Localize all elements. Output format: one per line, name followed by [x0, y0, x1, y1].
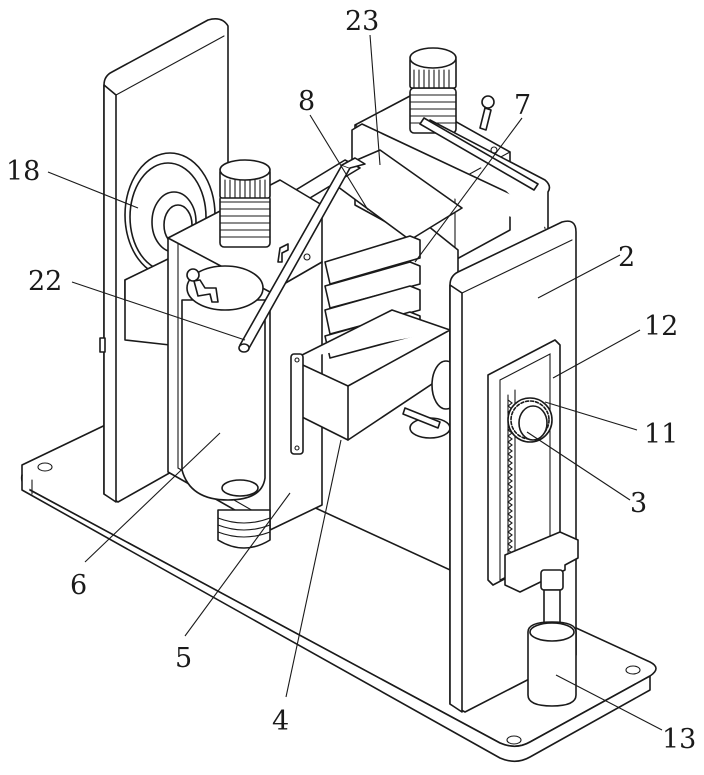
top-plate: [321, 149, 463, 241]
leader-lines: [47, 34, 663, 731]
bracket-box: [290, 309, 451, 455]
label-23: 23: [345, 6, 379, 37]
label-4: 4: [272, 706, 289, 737]
gear: [507, 397, 553, 443]
rod: [238, 157, 366, 353]
label-2: 2: [618, 242, 635, 273]
label-8: 8: [298, 86, 315, 117]
motor-left: [219, 159, 271, 248]
gear-hub: [518, 405, 548, 441]
label-5: 5: [175, 643, 192, 674]
label-11: 11: [644, 419, 678, 450]
bottom-spring: [217, 509, 271, 549]
label-22: 22: [28, 266, 62, 297]
mount-hole: [625, 665, 641, 675]
mount-hole: [506, 735, 522, 745]
mount-hole: [37, 462, 53, 472]
label-12: 12: [644, 311, 678, 342]
label-18: 18: [6, 156, 40, 187]
motor-rear: [409, 47, 457, 134]
label-7: 7: [514, 90, 531, 121]
label-13: 13: [662, 724, 696, 755]
cylinder-actuator: [527, 569, 577, 707]
cylinder: [181, 265, 266, 501]
bent-pin: [277, 243, 289, 263]
label-6: 6: [70, 570, 87, 601]
label-3: 3: [630, 488, 647, 519]
